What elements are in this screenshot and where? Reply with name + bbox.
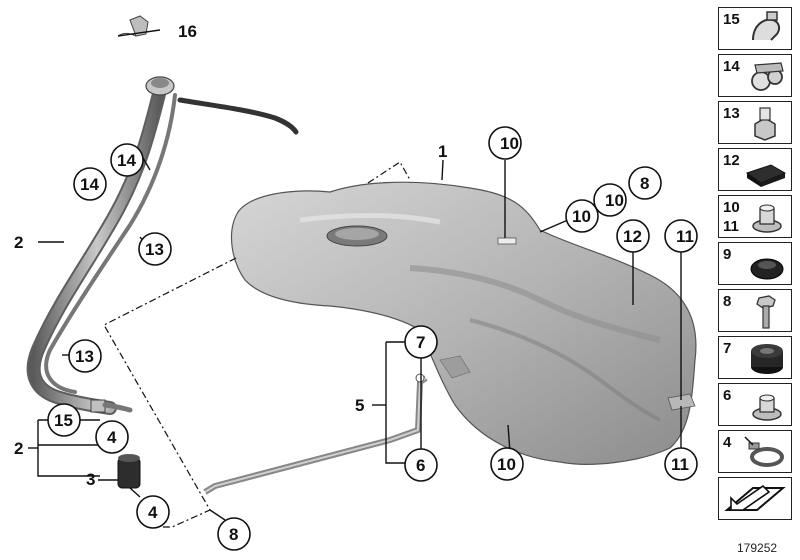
fuel-tank [230, 181, 697, 465]
tank-strap-bracket [203, 373, 428, 495]
rubber-bushing-icon [751, 344, 783, 374]
callout-9: 11 [676, 227, 694, 246]
part-number: 10 [723, 199, 740, 216]
callout-circle [47, 403, 81, 437]
callout-11: 11 [671, 455, 689, 474]
parts-tile[interactable]: 14 [718, 54, 792, 97]
callout-16: 16 [178, 22, 197, 41]
callouts: 16 1 10 8 10 10 12 11 10 11 14 14 2 13 1… [14, 22, 698, 551]
callout-circle [68, 339, 102, 373]
part-number: 6 [723, 387, 732, 404]
part-number: 11 [723, 218, 739, 235]
parts-tile[interactable] [718, 477, 792, 520]
callout-2: 2 [14, 439, 23, 458]
callout-circle [138, 232, 172, 266]
callout-circle [404, 448, 438, 482]
parts-tile[interactable]: 10 11 [718, 195, 792, 238]
callout-circle [217, 517, 251, 551]
parts-tile[interactable]: 4 [718, 430, 792, 473]
rubber-grommet-icon [750, 258, 784, 280]
part-number: 7 [723, 340, 732, 357]
callout-6: 6 [416, 456, 425, 475]
callout-13: 13 [145, 240, 164, 259]
collar-nut-icon [752, 204, 782, 233]
part-number: 15 [723, 11, 740, 28]
callout-14: 14 [80, 175, 99, 194]
diagram-id: 179252 [737, 541, 778, 555]
rubber-sleeve [117, 454, 141, 489]
leader-lines [28, 29, 682, 521]
callout-circle [488, 126, 522, 160]
callout-circle [616, 219, 650, 253]
callout-9: 10 [500, 134, 519, 153]
parts-tile[interactable]: 12 [718, 148, 792, 191]
callout-circle [110, 143, 144, 177]
callout-10: 10 [572, 207, 591, 226]
part-number: 14 [723, 58, 740, 75]
double-clip-icon [751, 62, 784, 91]
callout-5: 5 [355, 396, 364, 415]
callout-circle [73, 167, 107, 201]
callout-14: 14 [117, 151, 136, 170]
callout-circle [136, 495, 170, 529]
hex-bolt-icon [756, 295, 776, 329]
view-arrow-icon [724, 484, 786, 511]
callout-4: 4 [148, 503, 158, 522]
callout-circle [593, 183, 627, 217]
callout-15: 15 [54, 411, 73, 430]
parts-list: 15 14 13 12 10 11 [718, 7, 794, 524]
callout-circle [664, 447, 698, 481]
parts-tile[interactable]: 7 [718, 336, 792, 379]
callout-7: 7 [416, 333, 425, 352]
callout-circle [565, 199, 599, 233]
parts-tile[interactable]: 9 [718, 242, 792, 285]
parts-tile[interactable]: 8 [718, 289, 792, 332]
part-number: 8 [723, 293, 732, 310]
callout-circle [95, 420, 129, 454]
callout-circle [628, 166, 662, 200]
part-number: 9 [723, 246, 732, 263]
callout-8: 8 [229, 525, 238, 544]
callout-3: 3 [86, 470, 95, 489]
foam-pad-icon [745, 164, 787, 187]
flange-nut-icon [752, 394, 782, 421]
hose-clamp-icon [744, 436, 784, 467]
callout-2: 2 [14, 233, 23, 252]
parts-tile[interactable]: 6 [718, 383, 792, 426]
part-number: 4 [723, 434, 732, 451]
parts-tile[interactable]: 13 [718, 101, 792, 144]
part-number: 13 [723, 105, 740, 122]
parts-tile[interactable]: 15 [718, 7, 792, 50]
hose-clamp-clip-icon [752, 11, 781, 41]
callout-circle [664, 219, 698, 253]
callout-10: 10 [497, 455, 516, 474]
callout-1: 1 [438, 142, 447, 161]
part-number: 12 [723, 152, 740, 169]
callout-4: 4 [107, 428, 117, 447]
callout-circle [490, 447, 524, 481]
callout-8: 8 [640, 174, 649, 193]
hex-nut-icon [754, 107, 776, 141]
callout-circle [404, 325, 438, 359]
callout-13: 13 [75, 347, 94, 366]
callout-9: 10 [605, 191, 624, 210]
callout-12: 12 [623, 227, 642, 246]
